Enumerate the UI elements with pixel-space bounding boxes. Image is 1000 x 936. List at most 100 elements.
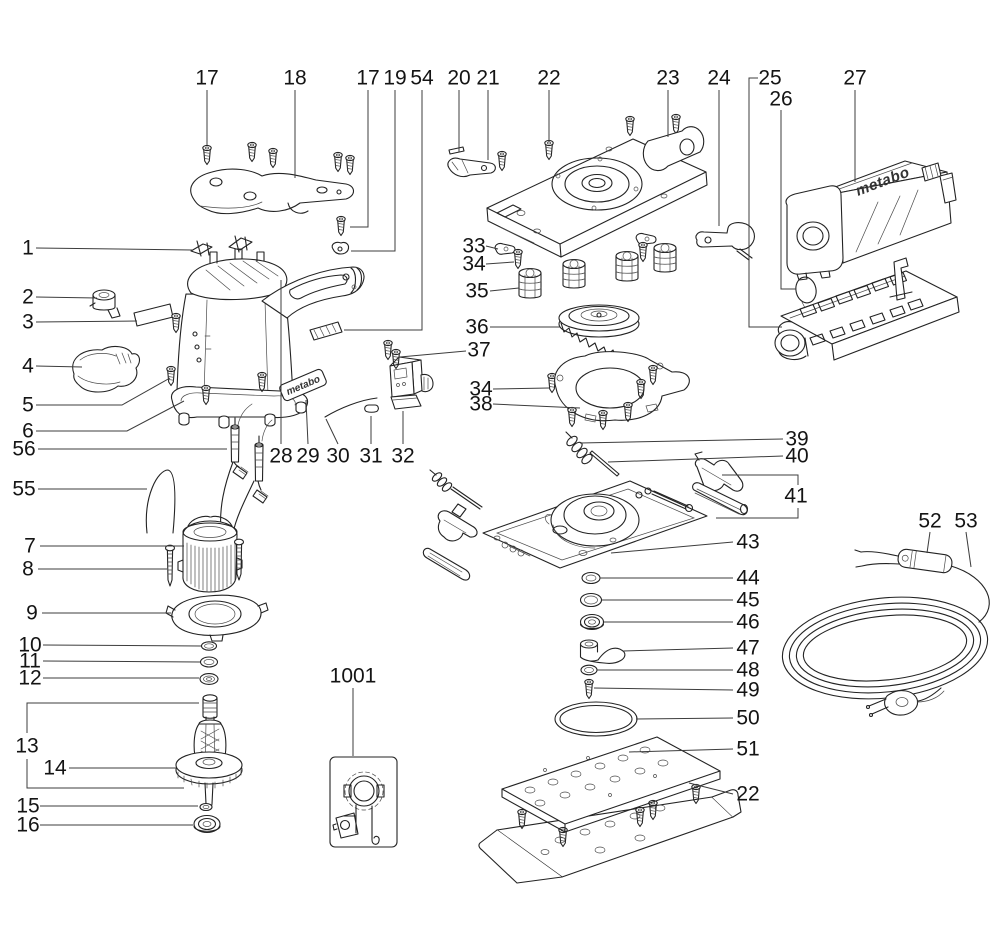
- leader-line-22: [688, 782, 734, 795]
- callout-50: 50: [736, 707, 759, 730]
- part-washer-10: [200, 641, 218, 651]
- part-cord-sleeve-52: [897, 548, 953, 574]
- part-wire-55: [145, 469, 176, 534]
- part-ring-44: [581, 571, 601, 585]
- callout-54: 54: [410, 67, 434, 90]
- callout-1: 1: [22, 237, 34, 260]
- part-bearing-16: [193, 814, 221, 834]
- callout-22: 22: [736, 783, 759, 806]
- callout-6: 6: [22, 420, 34, 443]
- leader-line-43: [610, 541, 734, 554]
- leader-line-41: [716, 508, 799, 519]
- part-wire-30: [324, 397, 378, 418]
- leader-line-52: [926, 531, 931, 554]
- leader-line-33: [485, 245, 499, 250]
- part-washer-15: [199, 802, 213, 812]
- part-washer-11: [199, 656, 219, 668]
- callout-46: 46: [736, 611, 759, 634]
- leader-line-13: [26, 702, 199, 733]
- part-eccentric-47: [579, 639, 626, 664]
- leader-line-4: [35, 365, 83, 368]
- part-stator-7: [177, 515, 243, 593]
- callout-25: 25: [758, 67, 781, 90]
- callout-28: 28: [269, 445, 292, 468]
- part-plug: [865, 690, 945, 718]
- part-ring-45: [579, 592, 603, 608]
- part-dampers-35: [518, 242, 677, 299]
- leader-line-26: [780, 110, 796, 290]
- callout-51: 51: [736, 738, 759, 761]
- callout-37: 37: [467, 339, 490, 362]
- callout-39: 39: [785, 428, 808, 451]
- callout-15: 15: [16, 795, 39, 818]
- part-washer-48: [580, 664, 598, 676]
- part-top-cover-18: [190, 141, 355, 237]
- leader-line-47: [622, 647, 734, 652]
- callout-17: 17: [356, 67, 379, 90]
- part-bearing-bracket-38: [554, 351, 690, 431]
- callout-35: 35: [465, 280, 488, 303]
- part-bearing-flange-9: [165, 594, 269, 642]
- part-vent-grille-54: [309, 321, 343, 341]
- leader-line-34: [492, 387, 550, 390]
- part-latch-21: [447, 157, 496, 178]
- leader-line-6: [36, 400, 185, 432]
- part-cable-clip-19: [331, 241, 350, 255]
- leader-line-35: [489, 287, 520, 292]
- callout-10: 10: [18, 634, 41, 657]
- callout-34: 34: [462, 253, 486, 276]
- callout-20: 20: [447, 67, 470, 90]
- leader-line-17: [350, 90, 369, 228]
- callout-41: 41: [784, 485, 807, 508]
- part-power-cable-53: [781, 548, 990, 718]
- callout-45: 45: [736, 589, 759, 612]
- callout-47: 47: [736, 637, 759, 660]
- callout-43: 43: [736, 531, 759, 554]
- part-knob-2: [89, 289, 121, 319]
- callout-44: 44: [736, 567, 760, 590]
- part-pin-20: [448, 146, 465, 155]
- callout-21: 21: [476, 67, 499, 90]
- leader-line-49: [593, 687, 734, 691]
- leader-line-38: [492, 403, 581, 409]
- leader-line-10: [42, 644, 202, 647]
- callout-14: 14: [43, 757, 67, 780]
- part-upper-housing-23: [486, 113, 708, 258]
- leader-line-19: [351, 90, 396, 252]
- callout-4: 4: [22, 355, 34, 378]
- callout-19: 19: [383, 67, 406, 90]
- leader-line-40: [607, 455, 784, 463]
- callout-55: 55: [12, 478, 35, 501]
- part-motor-housing-28: [170, 248, 365, 429]
- part-washer-12: [199, 673, 219, 685]
- part-lever-24: [695, 222, 755, 261]
- callout-36: 36: [465, 316, 488, 339]
- leader-line-3: [35, 320, 138, 323]
- part-switch-32: [389, 356, 434, 410]
- callout-12: 12: [18, 667, 41, 690]
- leader-line-13: [26, 759, 184, 789]
- part-seal-ring-50: [554, 701, 638, 737]
- leader-line-1: [35, 247, 193, 251]
- callout-38: 38: [469, 393, 492, 416]
- callout-18: 18: [283, 67, 306, 90]
- callout-48: 48: [736, 659, 759, 682]
- leader-line-54: [344, 90, 423, 331]
- part-cap-31: [364, 404, 379, 413]
- callout-32: 32: [391, 445, 414, 468]
- leader-line-37: [399, 350, 467, 358]
- part-spring-39: [565, 431, 593, 465]
- part-brushes-56: [220, 403, 273, 534]
- callout-2: 2: [22, 286, 34, 309]
- callout-1001: 1001: [330, 665, 377, 688]
- callout-8: 8: [22, 558, 34, 581]
- leader-line-39: [579, 438, 784, 444]
- part-intermediate-plate-43: [482, 480, 708, 569]
- callout-27: 27: [843, 67, 866, 90]
- part-fan-36: [558, 304, 640, 361]
- callout-13: 13: [15, 735, 38, 758]
- callout-31: 31: [359, 445, 382, 468]
- callout-30: 30: [326, 445, 349, 468]
